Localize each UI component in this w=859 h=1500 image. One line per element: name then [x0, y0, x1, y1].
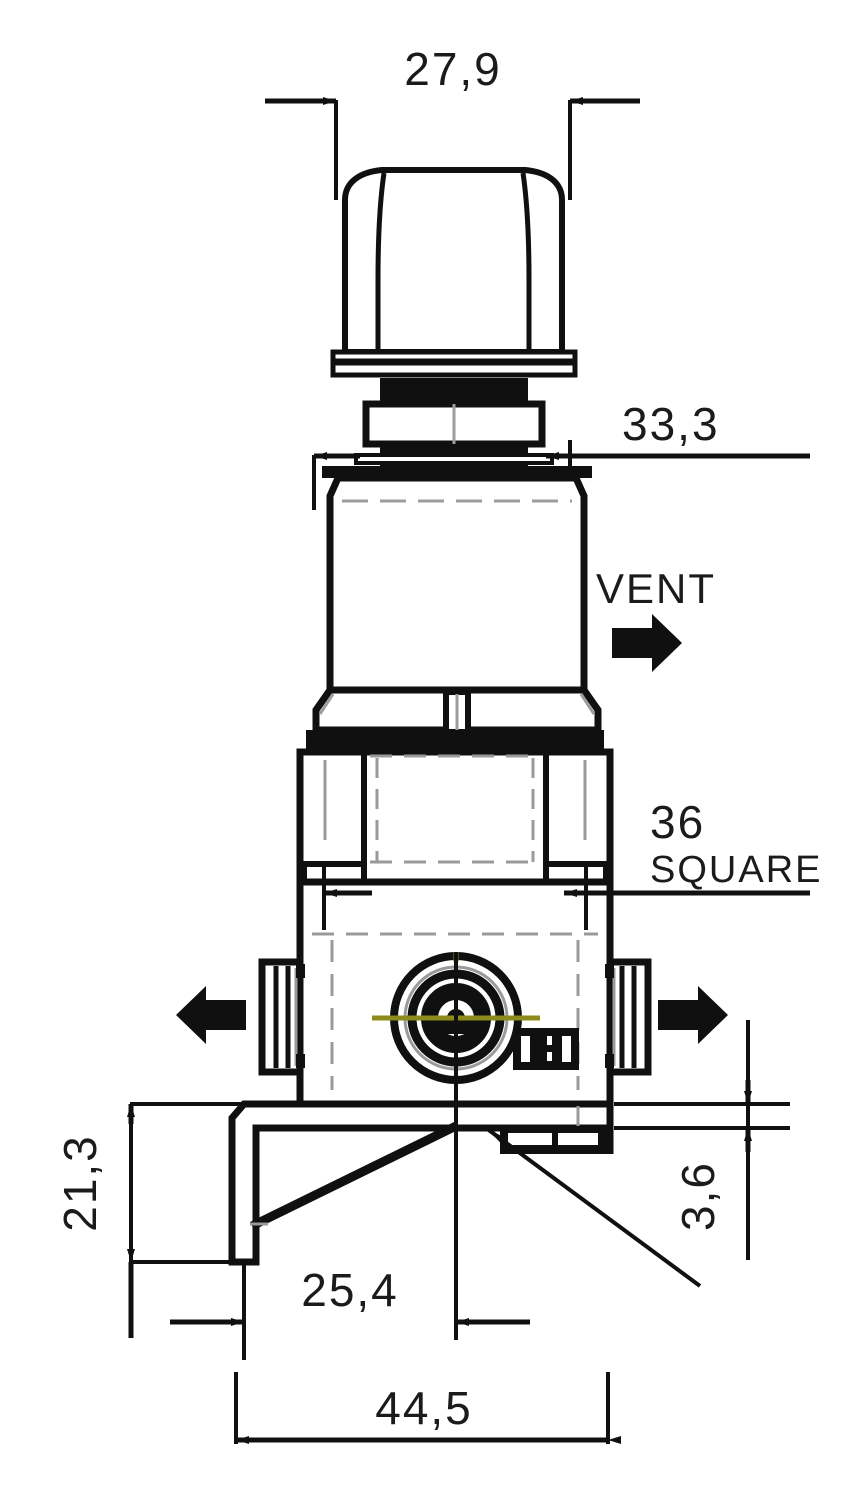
- spring-bonnet: [306, 466, 604, 752]
- dimension-overall-width: 44,5: [234, 1372, 621, 1444]
- knob-outline: [342, 167, 565, 355]
- vent-annotation: VENT: [596, 565, 716, 672]
- vent-label: VENT: [596, 565, 716, 612]
- port-plug-detail: [513, 1028, 579, 1070]
- outlet-right-arrow-icon: [658, 986, 728, 1044]
- body-upper-flats: [361, 755, 549, 864]
- inlet-left-arrow-icon: [176, 986, 246, 1044]
- knob-knurl-ribs: [375, 172, 532, 352]
- dim-label-33-3: 33,3: [622, 398, 720, 450]
- body-lower-hidden: [312, 932, 598, 1090]
- knob-flange-lower: [330, 360, 578, 378]
- dim-label-36: 36: [650, 796, 705, 848]
- bracket-retainer-pad: [500, 1128, 612, 1154]
- vent-right-arrow-icon: [612, 614, 682, 672]
- outlet-port-fitting: [605, 958, 652, 1076]
- collar-neck-upper: [380, 378, 528, 404]
- knob-flange-upper: [330, 349, 578, 364]
- bonnet-outline: [326, 474, 588, 694]
- dimension-bracket-offset: 25,4: [170, 1262, 530, 1360]
- dim-label-44-5: 44,5: [375, 1382, 473, 1434]
- locking-collar: [354, 378, 554, 470]
- dimension-panel-thickness: 3,6: [614, 1020, 790, 1260]
- bonnet-shoulder-hidden: [318, 693, 596, 715]
- inlet-port-fitting: [258, 958, 305, 1076]
- dim-label-21-3: 21,3: [54, 1134, 106, 1232]
- flow-arrows: [176, 986, 728, 1044]
- collar-washer: [354, 453, 554, 465]
- dim-label-3-6: 3,6: [672, 1161, 724, 1231]
- dimension-bracket-height: 21,3: [54, 1102, 300, 1338]
- adjustment-knob: [330, 167, 578, 378]
- dimension-knob-width: 27,9: [265, 43, 640, 200]
- dimension-bonnet-width: 33,3: [312, 398, 810, 510]
- retainer-leader-line: [484, 1126, 702, 1288]
- mounting-bracket: [228, 1100, 702, 1288]
- bonnet-base-band: [306, 730, 604, 752]
- dim-label-square: SQUARE: [650, 849, 822, 891]
- dim-label-27-9: 27,9: [404, 43, 502, 95]
- dim-label-25-4: 25,4: [301, 1264, 399, 1316]
- dimension-body-square: 36 SQUARE: [322, 796, 822, 930]
- bracket-gusset: [250, 1121, 458, 1231]
- body-upper-hidden: [323, 754, 587, 864]
